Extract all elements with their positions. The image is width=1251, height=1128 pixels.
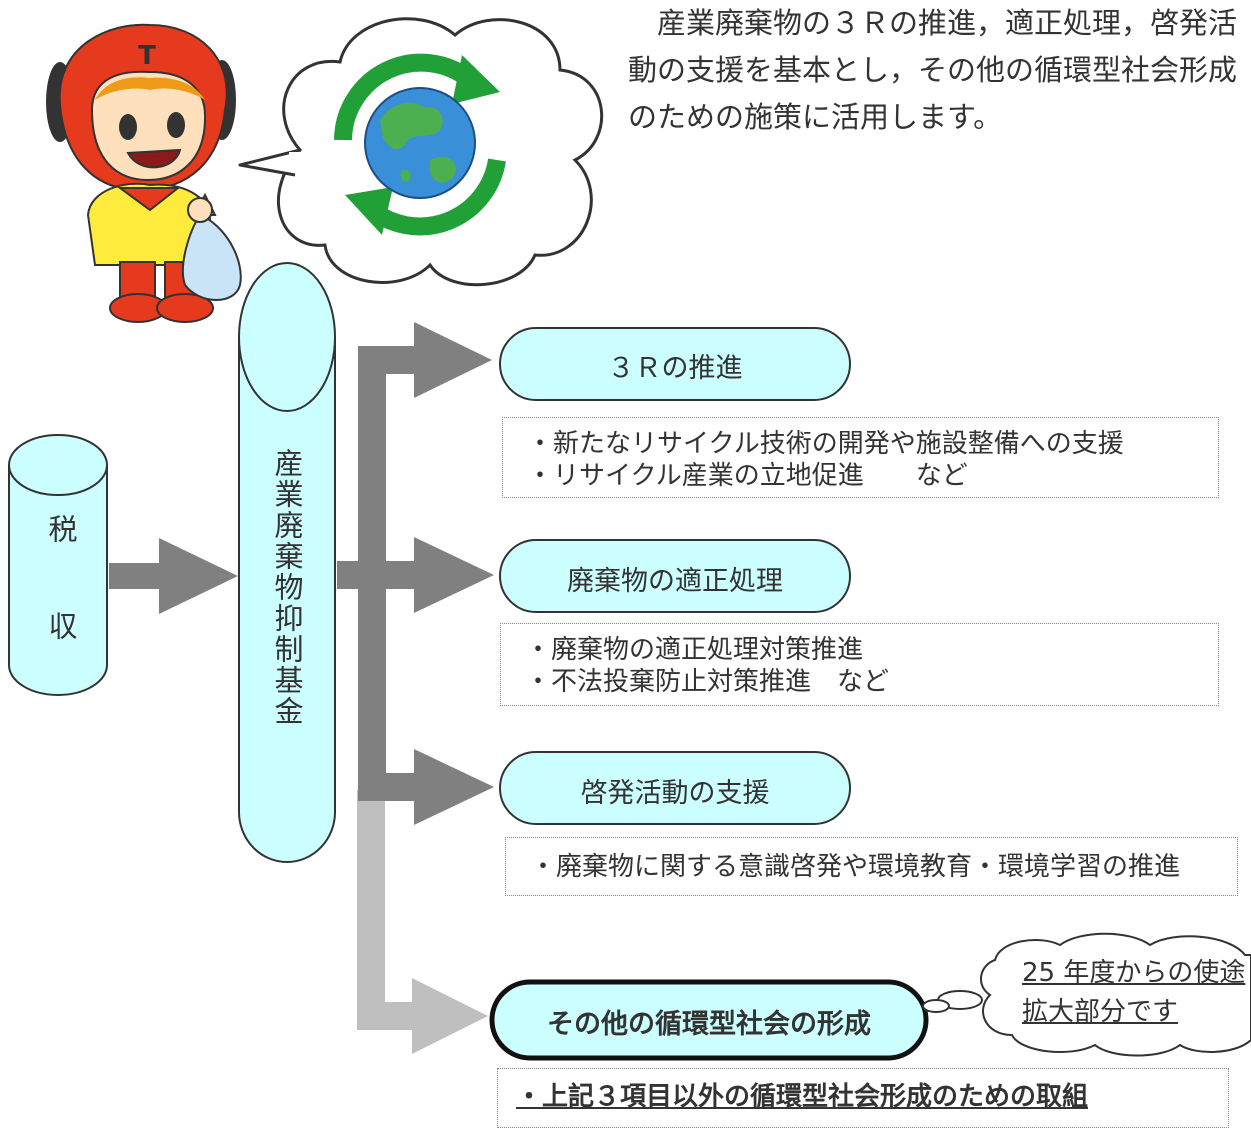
detail-line: ・上記３項目以外の循環型社会形成のための取組 [516, 1082, 1089, 1112]
svg-text:T: T [138, 41, 156, 71]
tax-label-char-2: 収 [44, 611, 78, 642]
note-cloud [922, 932, 1251, 1057]
pill-awareness-label: 啓発活動の支援 [580, 777, 770, 809]
detail-box-awareness: ・廃棄物に関する意識啓発や環境教育・環境学習の推進 [505, 837, 1238, 896]
detail-line: ・廃棄物に関する意識啓発や環境教育・環境学習の推進 [530, 852, 1181, 882]
detail-line: ・不法投棄防止対策推進 など [525, 667, 890, 697]
detail-box-3r: ・新たなリサイクル技術の開発や施設整備への支援 ・リサイクル産業の立地促進 など [502, 417, 1219, 498]
fund-label: 産業廃棄物抑制基金 [270, 448, 304, 727]
arrow-tax-to-fund [109, 538, 238, 614]
intro-text: 産業廃棄物の３Ｒの推進，適正処理，啓発活動の支援を基本とし，その他の循環型社会形… [628, 6, 1238, 134]
pill-other-label: その他の循環型社会の形成 [547, 1008, 871, 1040]
pill-3r-label: ３Ｒの推進 [607, 352, 743, 384]
detail-box-other: ・上記３項目以外の循環型社会形成のための取組 [497, 1068, 1229, 1128]
detail-line: ・新たなリサイクル技術の開発や施設整備への支援 [527, 429, 1124, 459]
arrow-branches [337, 322, 494, 825]
arrow-to-other [357, 790, 488, 1054]
pill-other [489, 979, 929, 1061]
detail-line: ・リサイクル産業の立地促進 など [527, 461, 968, 491]
recycling-globe-icon [334, 53, 506, 236]
mascot-illustration-icon: T [46, 23, 242, 323]
fund-cylinder [238, 262, 336, 863]
tax-cylinder [8, 434, 108, 696]
expansion-note: 25 年度からの使途拡大部分です [1022, 958, 1246, 1027]
pill-proper-disposal-label: 廃棄物の適正処理 [567, 565, 783, 597]
pill-3r [499, 327, 851, 401]
tax-label-char-1: 税 [44, 514, 78, 545]
detail-line: ・廃棄物の適正処理対策推進 [525, 635, 864, 665]
pill-awareness [499, 751, 851, 825]
detail-box-proper-disposal: ・廃棄物の適正処理対策推進 ・不法投棄防止対策推進 など [500, 623, 1219, 706]
pill-proper-disposal [499, 539, 851, 613]
